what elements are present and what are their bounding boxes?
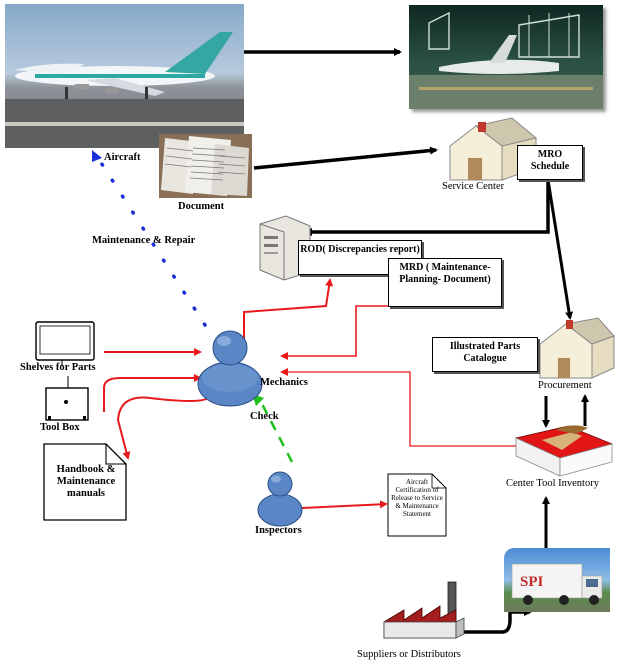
illustrated-parts-box: Illustrated Parts Catalogue [432, 337, 538, 372]
arrow-inspector-to-cert [301, 500, 388, 509]
check-link [258, 399, 294, 463]
arrow-mechanic-to-rod [243, 278, 334, 340]
arrow-service-to-rod [304, 178, 550, 236]
mro-schedule-label: MRO Schedule [530, 149, 570, 172]
document-label: Document [178, 201, 225, 212]
mrd-box: MRD ( Maintenance- Planning- Document) [388, 258, 502, 307]
dotted-arrow-head [92, 150, 102, 162]
shelves-label: Shelves for Parts [20, 362, 96, 373]
handbook-label: Handbook & Maintenance manuals [56, 464, 116, 499]
certificate-label: Aircraft Certification of Release to Ser… [391, 478, 443, 518]
mro-schedule-box: MRO Schedule [517, 145, 583, 180]
arrow-inventory-to-mechanic [280, 368, 516, 447]
suppliers-label: Suppliers or Distributors [357, 649, 461, 660]
arrow-toolbox-to-mechanic [103, 374, 202, 412]
truck-logo: SPI [520, 574, 544, 590]
tool-box-label: Tool Box [40, 422, 80, 433]
rod-label: ROD( Discrepancies report) [300, 244, 420, 255]
check-label: Check [250, 411, 279, 422]
check-arrow-head [252, 394, 264, 406]
inspectors-label: Inspectors [255, 525, 302, 536]
certificate-text: Aircraft Certification of Release to Ser… [390, 478, 444, 518]
maintenance-repair-label: Maintenance & Repair [92, 235, 196, 246]
arrow-mrd-to-mechanic [280, 305, 388, 360]
center-tool-label: Center Tool Inventory [506, 478, 599, 489]
service-center-label: Service Center [442, 181, 505, 192]
arrow-service-to-procurement [546, 179, 574, 320]
truck-photo: SPI [504, 548, 610, 612]
mrd-label: MRD ( Maintenance- Planning- Document) [399, 262, 491, 285]
mechanics-label: Mechanics [260, 377, 308, 388]
aircraft-label: Aircraft [104, 152, 141, 163]
procurement-label: Procurement [538, 380, 592, 391]
arrow-document-to-service [253, 146, 438, 170]
aircraft-photo [5, 4, 244, 148]
arrow-mechanic-to-handbook [116, 396, 209, 460]
handbook-text: Handbook & Maintenance manuals [48, 464, 124, 500]
hangar-photo [409, 5, 603, 109]
arrow-factory-to-truck [462, 608, 532, 634]
illustrated-parts-label: Illustrated Parts Catalogue [449, 341, 521, 364]
document-photo [159, 134, 252, 198]
